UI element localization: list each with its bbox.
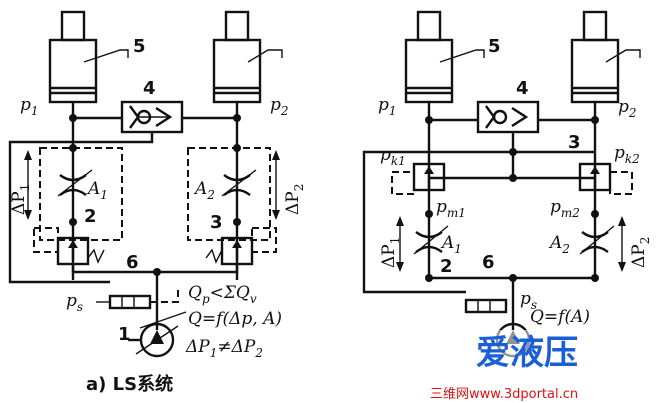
label-pm1-b: p bbox=[436, 197, 447, 217]
label-a1-b: A bbox=[440, 233, 454, 253]
svg-text:ps: ps bbox=[520, 289, 537, 312]
eq-q-func-b: Q=f(A) bbox=[530, 307, 590, 327]
svg-text:ΔP2: ΔP2 bbox=[283, 184, 306, 215]
label-pm2-b: p bbox=[550, 197, 561, 217]
label-a2-b: A bbox=[548, 233, 562, 253]
svg-text:ΔP1: ΔP1 bbox=[9, 184, 32, 215]
label-3-a: 3 bbox=[210, 212, 223, 233]
diagram-b: 5 4 bbox=[362, 10, 652, 358]
label-6-a: 6 bbox=[126, 252, 139, 273]
label-pk2-b: p bbox=[614, 143, 625, 163]
label-4-b: 4 bbox=[516, 78, 529, 99]
label-a2-a: A bbox=[193, 179, 207, 199]
svg-text:ΔP1: ΔP1 bbox=[379, 237, 402, 268]
label-6-b: 6 bbox=[482, 252, 495, 273]
svg-text:p1: p1 bbox=[378, 95, 397, 118]
label-3-b: 3 bbox=[568, 132, 581, 153]
label-2-a: 2 bbox=[84, 206, 97, 227]
svg-text:p1: p1 bbox=[20, 95, 39, 118]
svg-text:A1: A1 bbox=[440, 233, 462, 256]
pump-a bbox=[128, 322, 179, 358]
watermark: 爱液压 三维网www.3dportal.cn bbox=[430, 330, 650, 402]
watermark-site: 三维网www.3dportal.cn bbox=[430, 387, 578, 402]
watermark-logo: 爱液压 bbox=[476, 333, 578, 373]
label-pk1-b: p bbox=[380, 145, 391, 165]
label-5-b: 5 bbox=[488, 36, 501, 57]
svg-text:pk2: pk2 bbox=[614, 143, 640, 166]
diagram-a: 5 4 bbox=[8, 10, 306, 395]
label-ps-b: p bbox=[520, 289, 531, 309]
label-p2-b: p bbox=[618, 97, 629, 117]
svg-text:ΔP1≠ΔP2: ΔP1≠ΔP2 bbox=[185, 337, 263, 360]
label-2-b: 2 bbox=[440, 256, 453, 277]
svg-text:p2: p2 bbox=[270, 95, 289, 118]
label-p1-b: p bbox=[378, 95, 389, 115]
svg-text:Qp<ΣQv: Qp<ΣQv bbox=[188, 283, 257, 306]
svg-text:ps: ps bbox=[66, 291, 83, 314]
svg-text:A2: A2 bbox=[548, 233, 570, 256]
label-4-a: 4 bbox=[143, 78, 156, 99]
svg-text:A1: A1 bbox=[86, 179, 108, 202]
cylinder-left-a bbox=[48, 10, 98, 118]
caption-a: a) LS系统 bbox=[86, 373, 173, 395]
svg-text:pm2: pm2 bbox=[550, 197, 580, 220]
label-dp2-a: ΔP bbox=[283, 191, 303, 215]
eq-dp-ne-a: ΔP bbox=[185, 337, 210, 357]
svg-text:A2: A2 bbox=[193, 179, 215, 202]
label-p2-a: p bbox=[270, 95, 281, 115]
label-dp2-b: ΔP bbox=[629, 244, 649, 268]
label-p1-a: p bbox=[20, 95, 31, 115]
label-5-a: 5 bbox=[133, 36, 146, 57]
svg-text:pk1: pk1 bbox=[380, 145, 406, 168]
label-ps-a: p bbox=[66, 291, 77, 311]
svg-text:p2: p2 bbox=[618, 97, 637, 120]
label-dp1-b: ΔP bbox=[379, 244, 399, 268]
eq-q-less-a: Q bbox=[188, 283, 202, 303]
eq-q-func-a: Q=f(Δp, A) bbox=[188, 309, 282, 329]
svg-text:pm1: pm1 bbox=[436, 197, 466, 220]
svg-text:ΔP2: ΔP2 bbox=[629, 237, 652, 268]
label-a1-a: A bbox=[86, 179, 100, 199]
shuttle-valve-a bbox=[120, 100, 184, 134]
label-dp1-a: ΔP bbox=[9, 191, 29, 215]
label-1-a: 1 bbox=[118, 324, 131, 345]
